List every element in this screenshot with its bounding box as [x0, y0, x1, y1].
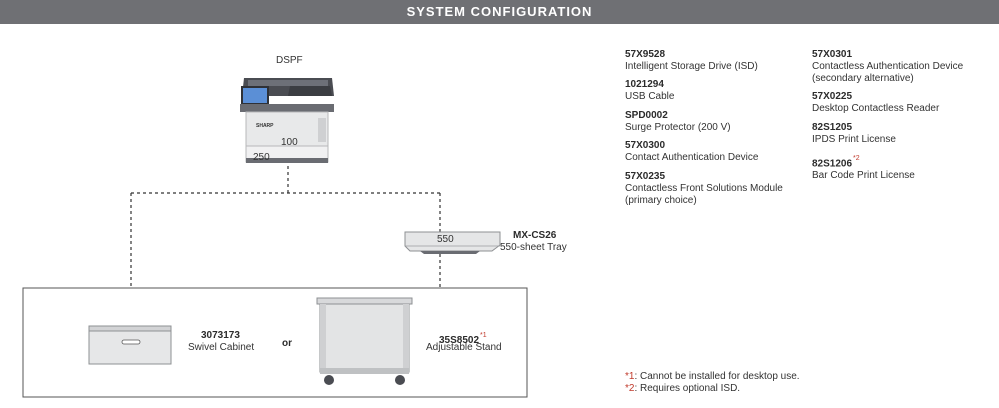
option-code: 1021294: [625, 79, 664, 90]
option-item: 57X0301 Contactless Authentication Devic…: [812, 49, 963, 85]
option-item: 1021294 USB Cable: [625, 79, 674, 103]
footnote-mark: *1: [625, 371, 635, 382]
brand-logo: SHARP: [256, 123, 274, 129]
tray-550-drawing: [404, 231, 501, 254]
caster-right: [395, 375, 405, 385]
option-desc: Contactless Front Solutions Module: [625, 183, 783, 194]
option-desc: Contact Authentication Device: [625, 152, 759, 163]
option-item: 57X0300 Contact Authentication Device: [625, 140, 758, 164]
option-desc: Intelligent Storage Drive (ISD): [625, 61, 758, 72]
option-desc-continued: (primary choice): [625, 195, 697, 206]
connection-lines: [130, 166, 441, 288]
tray1-number: 100: [281, 137, 298, 148]
option-item: 82S1205 IPDS Print License: [812, 122, 896, 146]
option-code: 57X0300: [625, 140, 666, 151]
option-desc: Bar Code Print License: [812, 170, 915, 182]
footnote: *2: Requires optional ISD.: [625, 383, 740, 394]
adjustable-stand-drawing: [316, 297, 413, 385]
option-item: 57X0225 Desktop Contactless Reader: [812, 91, 939, 115]
tray-option-desc: 550-sheet Tray: [500, 242, 567, 253]
option-code: 57X0301: [812, 49, 853, 60]
option-note-mark: *2: [853, 155, 860, 162]
option-code: SPD0002: [625, 110, 668, 121]
stand-options-box: [22, 287, 528, 398]
or-connector: or: [282, 338, 292, 349]
option-desc: IPDS Print License: [812, 134, 896, 145]
option-item: SPD0002 Surge Protector (200 V): [625, 110, 731, 134]
stand-code-group: 35S8502*1: [439, 330, 487, 348]
footnote-text: : Requires optional ISD.: [634, 383, 741, 394]
footnote-mark: *2: [625, 383, 635, 394]
option-desc: Contactless Authentication Device: [812, 61, 964, 72]
stand-note-mark: *1: [480, 331, 487, 339]
option-item: 82S1206*2 Bar Code Print License: [812, 153, 915, 182]
option-desc: USB Cable: [625, 91, 675, 102]
section-header: SYSTEM CONFIGURATION: [0, 0, 999, 24]
tray2-number: 250: [253, 152, 270, 163]
mfp-main-unit: [240, 78, 334, 163]
cabinet-code: 3073173: [201, 330, 240, 341]
stand-desc: Adjustable Stand: [426, 342, 502, 353]
option-code: 57X9528: [625, 49, 666, 60]
cabinet-desc: Swivel Cabinet: [188, 342, 255, 353]
tray-option-code: MX-CS26: [513, 230, 557, 241]
option-code: 57X0235: [625, 171, 666, 182]
option-code: 82S1205: [812, 122, 853, 133]
option-desc-continued: (secondary alternative): [812, 73, 914, 84]
footnote-text: : Cannot be installed for desktop use.: [634, 371, 800, 382]
tray-550-number: 550: [437, 234, 454, 245]
dspf-label: DSPF: [276, 55, 303, 66]
option-desc: Surge Protector (200 V): [625, 122, 731, 133]
stand-code: 35S8502: [439, 335, 480, 346]
caster-left: [324, 375, 334, 385]
option-desc: Desktop Contactless Reader: [812, 103, 940, 114]
swivel-cabinet-drawing: [88, 325, 172, 365]
option-code: 82S1206: [812, 158, 853, 170]
footnote: *1: Cannot be installed for desktop use.: [625, 371, 800, 382]
option-item: 57X0235 Contactless Front Solutions Modu…: [625, 171, 783, 207]
option-code: 57X0225: [812, 91, 853, 102]
option-item: 57X9528 Intelligent Storage Drive (ISD): [625, 49, 758, 73]
